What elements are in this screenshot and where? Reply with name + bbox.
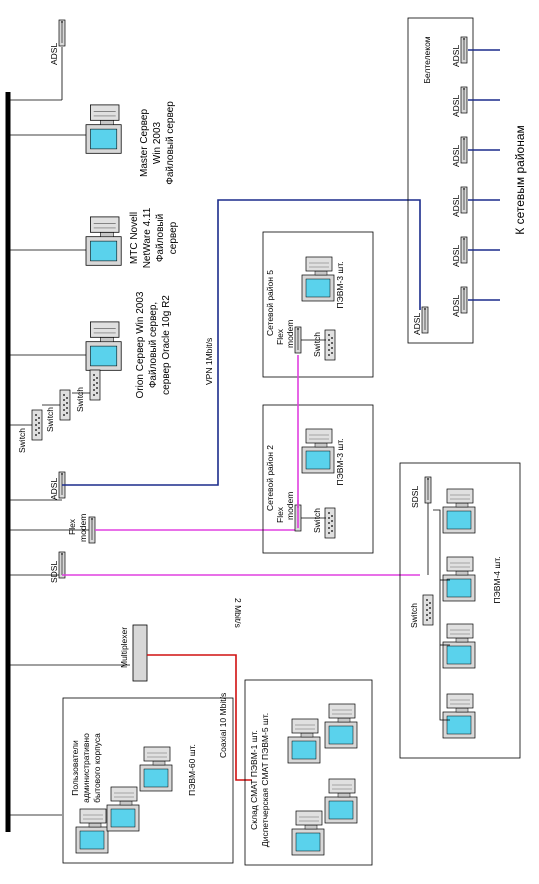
sdsl-site-pcs — [442, 488, 476, 739]
district2-title: Сетевой район 2 — [265, 445, 275, 511]
svg-text:Switch: Switch — [75, 387, 85, 412]
adsl-vpn-label: ADSL — [49, 478, 59, 500]
district2-area — [262, 404, 374, 554]
svg-text:Пользователи: Пользователи — [70, 740, 80, 796]
warehouse-label: Склад СМАТ ПЭВМ-1 шт. Диспетчерская СМАТ… — [249, 713, 270, 847]
svg-text:сервер: сервер — [168, 221, 179, 254]
coaxial-label: Coaxial 10 Mbit/s — [218, 693, 228, 758]
warehouse-area — [244, 679, 373, 866]
svg-text:административно: административно — [81, 733, 91, 803]
sdsl-site-modem — [424, 476, 432, 504]
svg-text:бытового корпуса: бытового корпуса — [92, 733, 102, 803]
vpn-link — [62, 199, 421, 486]
flex-modem — [88, 516, 96, 544]
admin-area — [62, 697, 234, 864]
svg-text:ПЭВМ-60 шт.: ПЭВМ-60 шт. — [187, 744, 197, 796]
svg-text:Switch: Switch — [312, 508, 322, 533]
svg-text:Switch: Switch — [312, 332, 322, 357]
svg-text:SDSL: SDSL — [410, 486, 420, 508]
svg-text:сервер Oracle 10g R2: сервер Oracle 10g R2 — [161, 295, 172, 395]
warehouse-pcs — [287, 703, 358, 856]
orion-server-pc — [85, 321, 122, 371]
svg-text:modem: modem — [285, 492, 295, 520]
svg-text:Диспетчерская СМАТ ПЭВМ-5 шт.: Диспетчерская СМАТ ПЭВМ-5 шт. — [260, 713, 270, 847]
sdsl-modem — [58, 551, 66, 579]
svg-text:Switch: Switch — [409, 603, 419, 628]
svg-text:Multiplexer: Multiplexer — [119, 627, 129, 668]
beltelecom-outlinks — [468, 49, 500, 301]
beltelecom-area — [407, 17, 474, 344]
svg-text:Файловый: Файловый — [155, 214, 166, 262]
svg-text:ADSL: ADSL — [451, 195, 461, 217]
sdsl-site-pc: ПЭВМ-4 шт. — [492, 556, 502, 603]
svg-text:SDSL: SDSL — [49, 561, 59, 583]
svg-text:NetWare 4.11: NetWare 4.11 — [142, 207, 153, 268]
beltelecom-title: Белтелеком — [422, 36, 432, 83]
svg-text:modem: modem — [285, 320, 295, 348]
switch-2 — [59, 389, 71, 421]
svg-text:ADSL: ADSL — [451, 145, 461, 167]
sdsl-speed-label: 2 Mbit/s — [233, 598, 243, 628]
district2-switch — [324, 507, 336, 539]
district5-pc-icon — [301, 256, 335, 302]
svg-text:ADSL: ADSL — [451, 45, 461, 67]
svg-text:Файловый сервер,: Файловый сервер, — [148, 302, 159, 388]
svg-text:Orion Сервер Win 2003: Orion Сервер Win 2003 — [135, 291, 146, 398]
admin-area-label: Пользователи административно бытового ко… — [70, 733, 197, 803]
multiplexer — [132, 624, 148, 682]
district2-pc-icon — [301, 428, 335, 474]
beltelecom-side: К сетевым районам — [513, 125, 527, 235]
svg-text:Win 2003: Win 2003 — [152, 121, 163, 164]
svg-text:Склад СМАТ ПЭВМ-1 шт.: Склад СМАТ ПЭВМ-1 шт. — [249, 730, 259, 830]
beltelecom-adsl-main — [421, 306, 429, 334]
coaxial-link — [147, 654, 252, 781]
vpn-label: VPN 1Mbit/s — [204, 338, 214, 385]
district5-switch — [324, 329, 336, 361]
beltelecom-adsl-modems — [460, 36, 468, 314]
svg-text:modem: modem — [78, 514, 88, 542]
svg-text:ADSL: ADSL — [451, 245, 461, 267]
sdsl-site-switch — [422, 594, 434, 626]
svg-text:ADSL: ADSL — [412, 313, 422, 335]
adsl-top-label: ADSL — [49, 43, 59, 65]
district5-modem — [294, 326, 302, 354]
mtc-server-label: MTC Novell NetWare 4.11 Файловый сервер — [129, 207, 179, 268]
district2-pc: ПЭВМ-3 шт. — [335, 438, 345, 485]
sdsl-site-area — [399, 462, 521, 759]
svg-text:Flex: Flex — [275, 328, 285, 345]
svg-text:MTC Novell: MTC Novell — [129, 212, 140, 264]
svg-text:Файловый сервер: Файловый сервер — [165, 101, 176, 185]
orion-server-label: Orion Сервер Win 2003 Файловый сервер, с… — [135, 291, 172, 398]
svg-text:Switch: Switch — [17, 428, 27, 453]
switch-1 — [31, 409, 43, 441]
district5-area — [262, 231, 374, 378]
svg-text:Switch: Switch — [45, 407, 55, 432]
svg-text:Flex: Flex — [275, 506, 285, 523]
mtc-server-pc — [85, 216, 122, 266]
district5-title: Сетевой район 5 — [265, 270, 275, 336]
beltelecom-adsl-labels: ADSL ADSL ADSL ADSL ADSL ADSL — [451, 45, 461, 317]
switch-3 — [89, 369, 101, 401]
svg-text:ADSL: ADSL — [451, 295, 461, 317]
svg-text:Flex: Flex — [67, 518, 77, 535]
adsl-top — [58, 19, 66, 47]
svg-text:ADSL: ADSL — [451, 95, 461, 117]
district5-pc: ПЭВМ-3 шт. — [335, 261, 345, 308]
svg-text:Master Сервер: Master Сервер — [139, 109, 150, 177]
master-server-label: Master Сервер Win 2003 Файловый сервер — [139, 101, 176, 185]
master-server-pc — [85, 104, 122, 154]
